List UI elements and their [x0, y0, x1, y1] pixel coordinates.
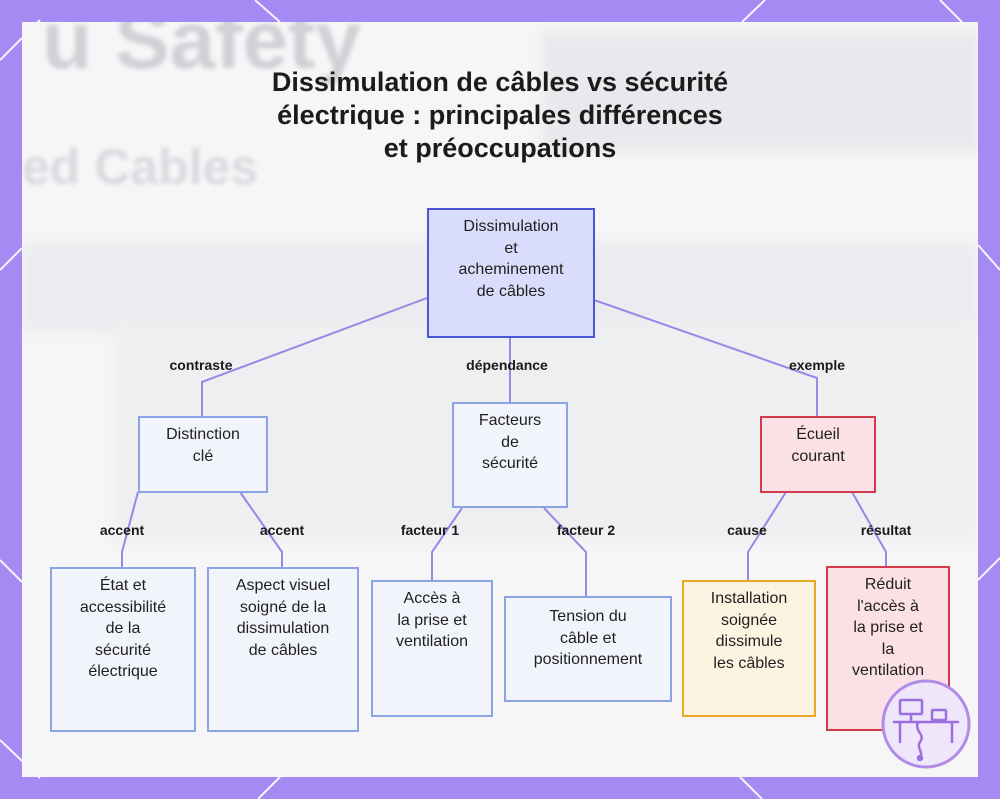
edge-label-cause: cause	[727, 522, 767, 538]
background-band	[542, 32, 978, 152]
background-text: u Safety	[42, 22, 361, 86]
connector-lines	[121, 297, 887, 596]
desk-workstation-icon	[881, 679, 971, 769]
edge-label-contraste: contraste	[169, 357, 233, 373]
edge-label-dependance: dépendance	[466, 357, 548, 373]
page-title: Dissimulation de câbles vs sécurité élec…	[271, 67, 729, 163]
edge-label-resultat: résultat	[860, 522, 912, 538]
edge-label-facteur-1: facteur 1	[400, 522, 460, 538]
edge-label-exemple: exemple	[788, 357, 846, 373]
edge-label-facteur-2: facteur 2	[556, 522, 616, 538]
edge-label-accent: accent	[99, 522, 145, 538]
edge-label-accent: accent	[259, 522, 305, 538]
background-text: ed Cables	[22, 139, 259, 195]
diagram-panel: u Safety ed Cables Dissimulation de câbl…	[22, 22, 978, 777]
